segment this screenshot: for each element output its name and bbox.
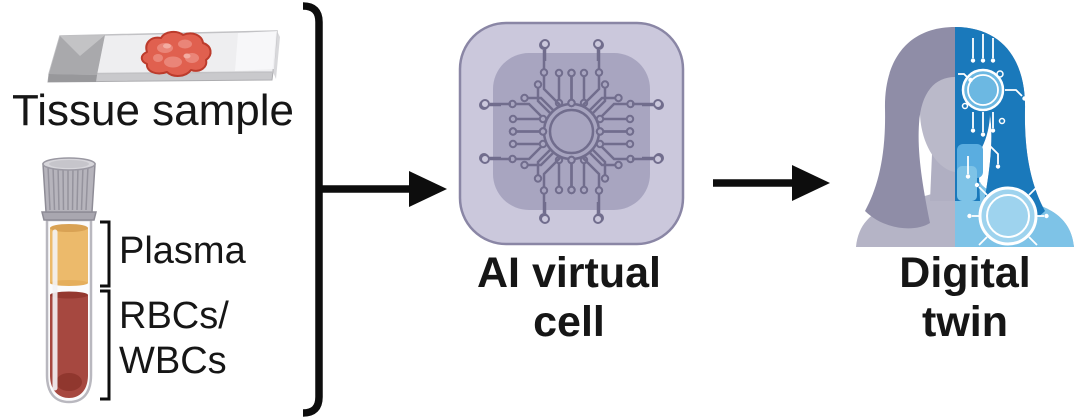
digital-twin-icon — [856, 27, 1074, 247]
tube-cap-icon — [41, 157, 97, 221]
ai-chip-icon — [458, 21, 685, 246]
ai-virtual-cell-label: AI virtual cell — [477, 249, 661, 346]
plasma-label: Plasma — [119, 230, 246, 272]
circuit-half — [955, 27, 1074, 247]
arrow-right-icon — [319, 171, 447, 207]
tube-layer-brackets — [100, 220, 111, 401]
rbc-wbc-label: RBCs/ WBCs — [119, 295, 229, 382]
arrow-right-icon — [713, 165, 830, 201]
tissue-sample-label: Tissue sample — [11, 86, 295, 135]
blood-tube-icon — [41, 157, 97, 404]
microscope-slide-icon — [47, 30, 280, 83]
grouping-bracket — [302, 2, 447, 417]
tissue-blob-icon — [140, 30, 212, 77]
rbc-layer — [50, 291, 88, 398]
digital-twin-label: Digital twin — [899, 249, 1031, 346]
